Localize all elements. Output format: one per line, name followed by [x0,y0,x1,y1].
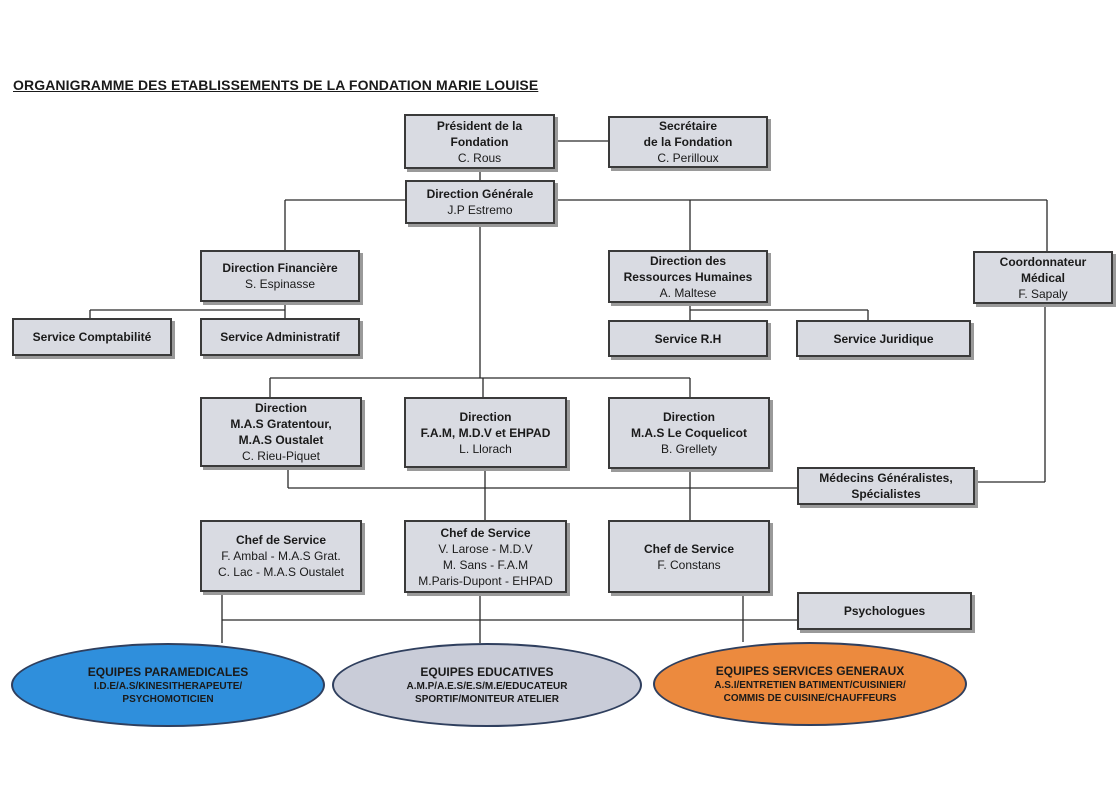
medecins-title: Médecins Généralistes, Spécialistes [819,471,953,501]
node-dir-fam: Direction F.A.M, M.D.V et EHPAD L. Llora… [404,397,567,468]
node-medecins: Médecins Généralistes, Spécialistes [797,467,975,505]
dir-mas-gratentour-name: C. Rieu-Piquet [241,449,321,463]
service-administratif-title: Service Administratif [220,330,340,344]
node-direction-generale: Direction Générale J.P Estremo [405,180,555,224]
node-dir-mas-coquelicot: Direction M.A.S Le Coquelicot B. Grellet… [608,397,770,469]
dir-mas-gratentour-title: Direction M.A.S Gratentour, M.A.S Oustal… [230,401,332,447]
team-educatives-subtitle: A.M.P/A.E.S/E.S/M.E/EDUCATEUR SPORTIF/MO… [406,681,568,705]
dir-mas-coquelicot-name: B. Grellety [660,442,717,456]
team-paramedicales-title: EQUIPES PARAMEDICALES [87,665,249,679]
node-direction-financiere: Direction Financière S. Espinasse [200,250,360,302]
direction-generale-title: Direction Générale [426,187,534,201]
node-service-comptabilite: Service Comptabilité [12,318,172,356]
chef-service-3-title: Chef de Service [643,541,735,556]
team-paramedicales-subtitle: I.D.E/A.S/KINESITHERAPEUTE/ PSYCHOMOTICI… [93,681,243,705]
node-service-administratif: Service Administratif [200,318,360,356]
secretaire-name: C. Perilloux [657,151,719,165]
chef-service-1-name: F. Ambal - M.A.S Grat. C. Lac - M.A.S Ou… [217,549,345,579]
chef-service-3-name: F. Constans [657,557,721,572]
drh-name: A. Maltese [659,285,717,300]
service-rh-title: Service R.H [654,331,722,346]
node-chef-service-1: Chef de Service F. Ambal - M.A.S Grat. C… [200,520,362,592]
chef-service-2-name: V. Larose - M.D.V M. Sans - F.A.M M.Pari… [418,541,553,588]
node-coordonnateur: Coordonnateur Médical F. Sapaly [973,251,1113,304]
node-chef-service-3: Chef de Service F. Constans [608,520,770,593]
node-secretaire: Secrétaire de la Fondation C. Perilloux [608,116,768,168]
direction-financiere-name: S. Espinasse [244,277,316,291]
node-dir-mas-gratentour: Direction M.A.S Gratentour, M.A.S Oustal… [200,397,362,467]
team-services-generaux: EQUIPES SERVICES GENERAUX A.S.I/ENTRETIE… [653,642,967,726]
node-psychologues: Psychologues [797,592,972,630]
node-service-rh: Service R.H [608,320,768,357]
direction-generale-name: J.P Estremo [447,203,513,217]
node-service-juridique: Service Juridique [796,320,971,357]
team-paramedicales: EQUIPES PARAMEDICALES I.D.E/A.S/KINESITH… [11,643,325,727]
team-services-generaux-title: EQUIPES SERVICES GENERAUX [715,664,905,678]
team-services-generaux-subtitle: A.S.I/ENTRETIEN BATIMENT/CUISINIER/ COMM… [714,680,906,704]
psychologues-title: Psychologues [843,604,926,618]
dir-mas-coquelicot-title: Direction M.A.S Le Coquelicot [630,410,747,440]
service-juridique-title: Service Juridique [833,331,934,346]
team-educatives: EQUIPES EDUCATIVES A.M.P/A.E.S/E.S/M.E/E… [332,643,642,727]
node-drh: Direction des Ressources Humaines A. Mal… [608,250,768,303]
drh-title: Direction des Ressources Humaines [623,253,753,284]
service-comptabilite-title: Service Comptabilité [32,330,152,344]
node-chef-service-2: Chef de Service V. Larose - M.D.V M. San… [404,520,567,593]
dir-fam-title: Direction F.A.M, M.D.V et EHPAD [420,409,551,440]
page-title: ORGANIGRAMME DES ETABLISSEMENTS DE LA FO… [13,77,539,93]
team-educatives-title: EQUIPES EDUCATIVES [420,665,554,679]
president-title: Président de la Fondation [436,118,523,149]
coordonnateur-title: Coordonnateur Médical [999,254,1087,285]
chef-service-2-title: Chef de Service [440,525,531,540]
direction-financiere-title: Direction Financière [222,261,338,275]
president-name: C. Rous [457,150,502,165]
secretaire-title: Secrétaire de la Fondation [643,119,733,149]
node-president: Président de la Fondation C. Rous [404,114,555,169]
dir-fam-name: L. Llorach [459,441,512,456]
chef-service-1-title: Chef de Service [235,533,327,547]
coordonnateur-name: F. Sapaly [1018,286,1068,301]
